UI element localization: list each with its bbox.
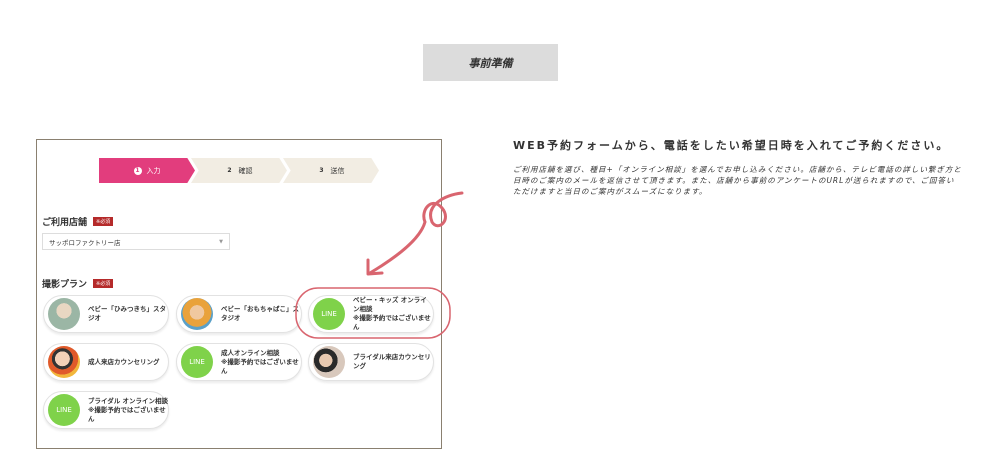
instructions: WEB予約フォームから、電話をしたい希望日時を入れてご予約ください。 ご利用店舗… bbox=[513, 137, 963, 197]
step-confirm: 2 確認 bbox=[191, 158, 287, 183]
plan-card-text: ベビー「おもちゃばこ」スタジオ bbox=[221, 305, 299, 322]
plan-card-bridal-visit[interactable]: ブライダル来店カウンセリング bbox=[308, 343, 434, 381]
arrow-head-icon bbox=[366, 258, 384, 276]
step-label: 送信 bbox=[330, 166, 345, 175]
plan-photo-icon bbox=[48, 298, 80, 330]
section-header: 事前準備 bbox=[423, 44, 558, 81]
plan-photo-icon bbox=[48, 346, 80, 378]
step-number: 2 bbox=[227, 166, 232, 174]
highlight-ellipse bbox=[295, 287, 451, 339]
store-label-text: ご利用店舗 bbox=[42, 218, 88, 228]
plan-photo-icon bbox=[313, 346, 345, 378]
plan-card-text: ベビー「ひみつきち」スタジオ bbox=[88, 305, 166, 322]
reservation-form-screenshot: 1 入力 2 確認 3 送信 ご利用店舗 ※必須 サッポロファクトリー店 ▼ 撮影プラン ※… bbox=[36, 139, 442, 449]
plan-card-text: ブライダル来店カウンセリング bbox=[353, 353, 431, 370]
store-label: ご利用店舗 ※必須 bbox=[42, 215, 114, 228]
plan-card-adult-visit[interactable]: 成人来店カウンセリング bbox=[43, 343, 169, 381]
line-icon: LINE bbox=[313, 298, 345, 330]
chevron-down-icon: ▼ bbox=[219, 238, 223, 245]
instructions-title: WEB予約フォームから、電話をしたい希望日時を入れてご予約ください。 bbox=[513, 139, 950, 152]
plan-card-baby-omochabako[interactable]: ベビー「おもちゃばこ」スタジオ bbox=[176, 295, 302, 333]
progress-steps: 1 入力 2 確認 3 送信 bbox=[99, 158, 379, 183]
step-label: 確認 bbox=[238, 166, 253, 175]
step-label: 入力 bbox=[146, 166, 161, 175]
plan-card-baby-himitsukichi[interactable]: ベビー「ひみつきち」スタジオ bbox=[43, 295, 169, 333]
line-icon: LINE bbox=[48, 394, 80, 426]
store-select-value: サッポロファクトリー店 bbox=[49, 238, 121, 247]
step-input: 1 入力 bbox=[99, 158, 195, 183]
store-select[interactable]: サッポロファクトリー店 ▼ bbox=[42, 233, 230, 250]
required-badge: ※必須 bbox=[93, 217, 114, 226]
plan-card-bridal-online[interactable]: LINE ブライダル オンライン相談 ※撮影予約ではございません bbox=[43, 391, 169, 429]
required-badge: ※必須 bbox=[93, 279, 114, 288]
step-send: 3 送信 bbox=[283, 158, 379, 183]
step-number: 3 bbox=[319, 166, 324, 174]
plan-card-text: 成人来店カウンセリング bbox=[88, 357, 160, 366]
plan-card-adult-online[interactable]: LINE 成人オンライン相談 ※撮影予約ではございません bbox=[176, 343, 302, 381]
plan-card-text: ベビー・キッズ オンライン相談 ※撮影予約ではございません bbox=[353, 296, 431, 331]
step-number: 1 bbox=[133, 166, 142, 175]
plan-card-text: ブライダル オンライン相談 ※撮影予約ではございません bbox=[88, 396, 169, 423]
annotation-arrow bbox=[368, 191, 464, 275]
plan-photo-icon bbox=[181, 298, 213, 330]
plan-card-text: 成人オンライン相談 ※撮影予約ではございません bbox=[221, 348, 299, 375]
plan-label-text: 撮影プラン bbox=[42, 280, 88, 290]
plan-label: 撮影プラン ※必須 bbox=[42, 277, 114, 290]
instructions-body: ご利用店舗を選び、種目+「オンライン相談」を選んでお申し込みください。店舗から、… bbox=[513, 165, 962, 196]
line-icon: LINE bbox=[181, 346, 213, 378]
